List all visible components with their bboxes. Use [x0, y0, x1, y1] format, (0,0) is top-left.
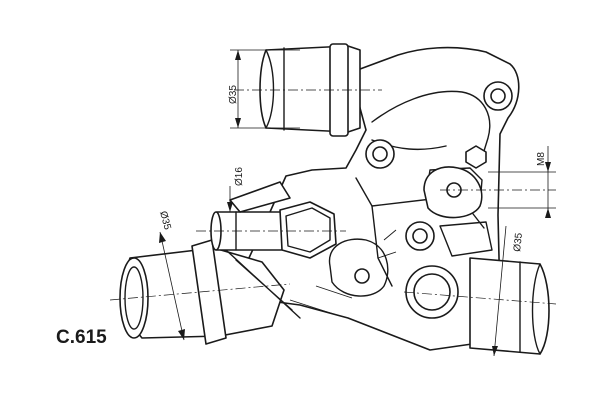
m8-bolt-boss: [423, 166, 556, 219]
dimension-small-pipe: [222, 186, 248, 213]
small-pipe: [196, 181, 346, 259]
dimension-bottom-outlet: [492, 225, 507, 357]
m8-thread-label: M8: [536, 152, 547, 166]
part-code-label: C.615: [56, 327, 107, 348]
top-outlet-diameter-label: Ø35: [228, 85, 239, 104]
lower-bosses: [354, 221, 435, 284]
dimension-top-outlet: [230, 49, 300, 129]
dimension-m8: [488, 146, 556, 218]
left-outlet-diameter-label: Ø35: [157, 210, 173, 232]
bottom-outlet-diameter-label: Ø35: [512, 232, 525, 252]
top-outlet-pipe: [234, 43, 382, 137]
small-pipe-diameter-label: Ø16: [234, 167, 245, 186]
dimension-left-outlet: [159, 231, 185, 341]
top-mounting-boss: [483, 81, 513, 111]
hex-nut: [465, 145, 487, 169]
left-outlet-pipe: [109, 239, 301, 345]
middle-mounting-boss: [365, 139, 395, 169]
bottom-outlet-pipe: [403, 257, 557, 355]
